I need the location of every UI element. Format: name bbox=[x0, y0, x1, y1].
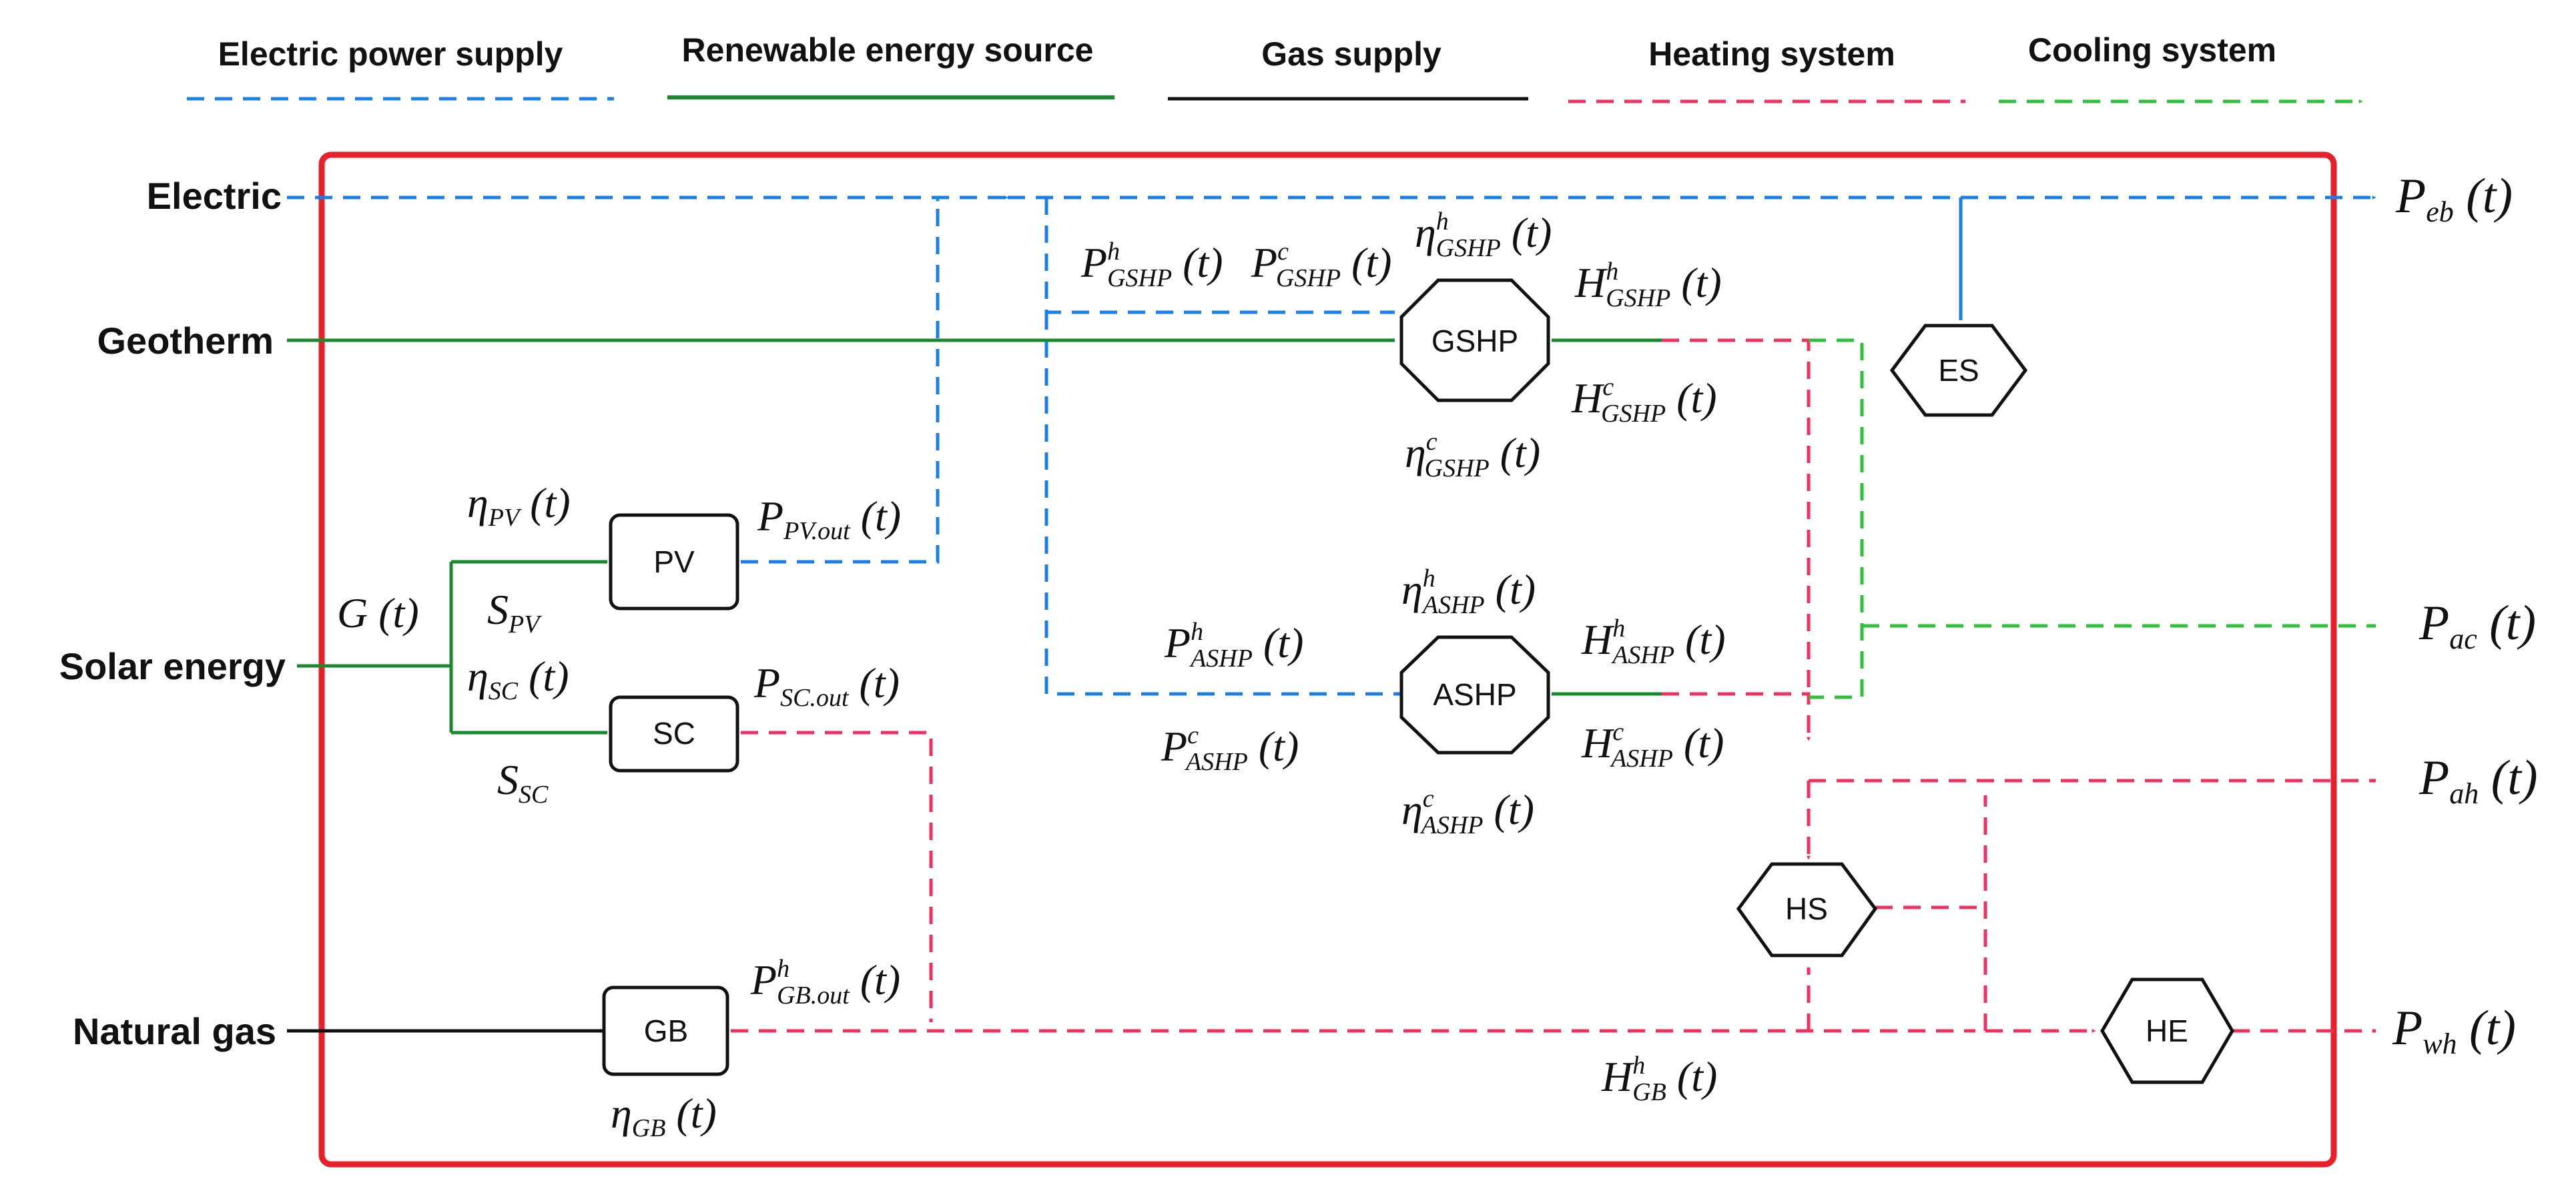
sc-box[interactable] bbox=[609, 695, 739, 773]
label-eta-gb: ηGB (t) bbox=[611, 1090, 717, 1142]
hs-hexagon[interactable] bbox=[1736, 862, 1878, 957]
es-label: ES bbox=[1938, 353, 1979, 388]
gshp-octagon[interactable] bbox=[1399, 278, 1550, 402]
renewable-flows bbox=[287, 338, 1662, 735]
electric-to-ashp-line bbox=[1044, 312, 1402, 696]
ashp-heat-to-junction bbox=[1662, 692, 1811, 741]
he-label: HE bbox=[2146, 1014, 2188, 1048]
source-geotherm: Geotherm bbox=[97, 320, 274, 362]
electric-flows bbox=[287, 195, 2376, 696]
sc-heat-line bbox=[741, 731, 933, 1023]
label-eta-pv: ηPV (t) bbox=[467, 479, 571, 532]
legend-item-renewable: Renewable energy source bbox=[667, 31, 1115, 99]
legend-item-electric: Electric power supply bbox=[187, 35, 615, 101]
source-natural-gas: Natural gas bbox=[73, 1010, 276, 1052]
label-s-sc: SSC bbox=[497, 756, 549, 809]
heating-flows bbox=[731, 338, 2376, 1033]
cooling-collector-line bbox=[1809, 338, 1864, 699]
pv-label: PV bbox=[653, 544, 695, 579]
label-s-pv: SPV bbox=[487, 586, 542, 639]
label-g: G (t) bbox=[337, 589, 419, 637]
legend-item-cooling: Cooling system bbox=[1999, 31, 2363, 103]
gb-label: GB bbox=[644, 1014, 688, 1048]
label-p-ac: Pac (t) bbox=[2419, 596, 2536, 655]
node-pv[interactable]: PV bbox=[609, 513, 739, 611]
gb-box[interactable] bbox=[602, 985, 729, 1076]
legend-label-renewable: Renewable energy source bbox=[682, 31, 1094, 69]
output-labels: Peb (t) Pac (t) Pah (t) Pwh (t) bbox=[2392, 169, 2538, 1060]
legend-label-gas: Gas supply bbox=[1261, 35, 1441, 73]
math-labels: ηPV (t) SPV G (t) ηSC (t) SSC PPV.out (t) PSC.… bbox=[337, 208, 1726, 1142]
legend-label-heating: Heating system bbox=[1648, 35, 1895, 73]
ashp-label: ASHP bbox=[1433, 677, 1516, 712]
legend-item-gas: Gas supply bbox=[1168, 35, 1529, 101]
node-he[interactable]: HE bbox=[2100, 977, 2234, 1084]
label-p-ah: Pah (t) bbox=[2419, 751, 2538, 810]
source-electric: Electric bbox=[147, 175, 282, 217]
he-hexagon[interactable] bbox=[2100, 977, 2234, 1084]
hs-label: HS bbox=[1785, 891, 1828, 926]
gshp-label: GSHP bbox=[1431, 324, 1518, 358]
label-p-wh: Pwh (t) bbox=[2392, 1001, 2516, 1060]
node-es[interactable]: ES bbox=[1889, 324, 2028, 417]
system-boundary-frame bbox=[318, 151, 2337, 1168]
sc-label: SC bbox=[653, 716, 695, 751]
source-solar: Solar energy bbox=[59, 645, 286, 687]
cooling-flows bbox=[1809, 338, 2376, 699]
node-gb[interactable]: GB bbox=[602, 985, 729, 1076]
node-hs[interactable]: HS bbox=[1736, 862, 1878, 957]
legend-label-cooling: Cooling system bbox=[2028, 31, 2276, 69]
label-p-sc-out: PSC.out (t) bbox=[753, 659, 900, 712]
node-ashp[interactable]: ASHP bbox=[1399, 635, 1550, 755]
label-eta-sc: ηSC (t) bbox=[467, 653, 569, 705]
node-gshp[interactable]: GSHP bbox=[1399, 278, 1550, 402]
legend-label-electric: Electric power supply bbox=[218, 35, 563, 73]
node-sc[interactable]: SC bbox=[609, 695, 739, 773]
es-hexagon[interactable] bbox=[1889, 324, 2028, 417]
label-p-eb: Peb (t) bbox=[2395, 169, 2513, 228]
pv-box[interactable] bbox=[609, 513, 739, 611]
pv-to-electric-line bbox=[741, 197, 940, 564]
label-p-pv-out: PPV.out (t) bbox=[757, 492, 901, 545]
legend-item-heating: Heating system bbox=[1568, 35, 1966, 103]
legend: Electric power supply Renewable energy s… bbox=[187, 31, 2363, 103]
ashp-octagon[interactable] bbox=[1399, 635, 1550, 755]
